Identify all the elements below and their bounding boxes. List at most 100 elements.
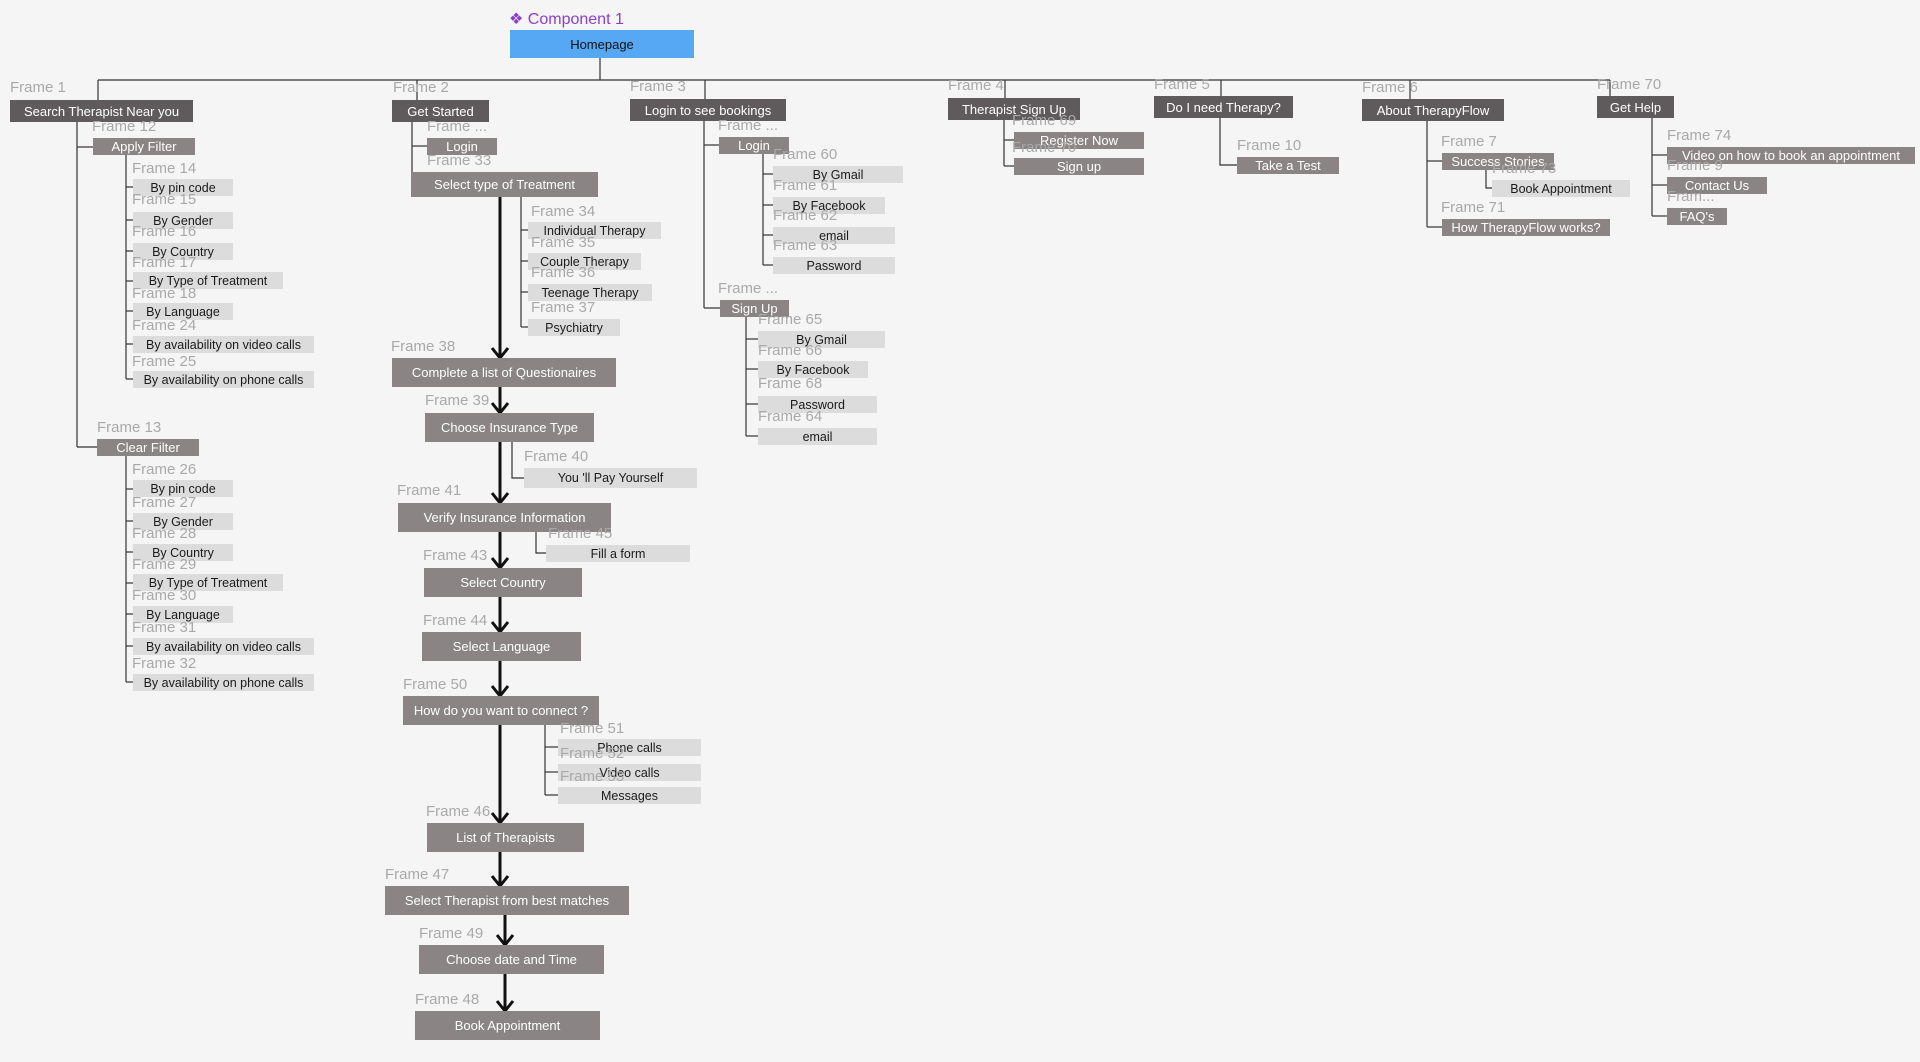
component-diamond-icon: ❖ (509, 11, 528, 28)
node-select-type-of-treatment: Select type of Treatment (411, 172, 598, 197)
frame-label: Frame ... (427, 118, 488, 135)
frame-label: Frame 15 (132, 191, 197, 208)
node-select-therapist-from-best-matches: Select Therapist from best matches (385, 886, 629, 915)
node-sign-up: Sign Up (720, 300, 789, 317)
frame-label: Frame 40 (524, 448, 589, 465)
frame-label: Frame 37 (531, 299, 596, 316)
node-about-therapyflow: About TherapyFlow (1362, 99, 1504, 121)
node-choose-insurance-type: Choose Insurance Type (425, 413, 594, 442)
node-email: email (773, 227, 895, 244)
frame-label: Frame 32 (132, 655, 197, 672)
frame-label: Frame 25 (132, 353, 197, 370)
node-by-gmail: By Gmail (758, 331, 885, 348)
frame-label: Frame 43 (423, 547, 488, 564)
node-register-now: Register Now (1014, 132, 1144, 149)
node-by-pin-code: By pin code (133, 179, 233, 196)
node-video-calls: Video calls (558, 764, 701, 781)
node-by-availability-on-video-calls: By availability on video calls (133, 638, 314, 655)
frame-label: Frame ... (718, 280, 779, 297)
frame-label: Frame 45 (548, 525, 613, 542)
node-book-appointment: Book Appointment (415, 1011, 600, 1040)
frame-label: Frame 7 (1441, 133, 1497, 150)
frame-label: Frame 10 (1237, 137, 1302, 154)
node-book-appointment: Book Appointment (1492, 180, 1630, 197)
node-by-gender: By Gender (133, 212, 233, 229)
node-by-pin-code: By pin code (133, 480, 233, 497)
frame-label: Frame 13 (97, 419, 162, 436)
node-by-type-of-treatment: By Type of Treatment (133, 272, 283, 289)
frame-label: Frame ... (718, 117, 779, 134)
node-password: Password (758, 396, 877, 413)
node-password: Password (773, 257, 895, 274)
flow-arrow (490, 597, 510, 635)
frame-label: Frame 68 (758, 375, 823, 392)
frame-label: Frame 34 (531, 203, 596, 220)
node-you-ll-pay-yourself: You 'll Pay Yourself (524, 468, 697, 488)
node-login-to-see-bookings: Login to see bookings (630, 99, 786, 121)
frame-label: Frame 70 (1012, 139, 1077, 156)
node-contact-us: Contact Us (1667, 177, 1767, 194)
frame-label: Frame 29 (132, 556, 197, 573)
frame-label: Frame 60 (773, 146, 838, 163)
frame-label: Frame 53 (560, 768, 625, 785)
frame-label: Frame 1 (10, 79, 66, 96)
connector-line (1485, 170, 1492, 189)
flow-arrow (490, 661, 510, 699)
node-by-availability-on-phone-calls: By availability on phone calls (133, 674, 314, 691)
node-clear-filter: Clear Filter (97, 439, 199, 456)
node-by-type-of-treatment: By Type of Treatment (133, 574, 283, 591)
node-login: Login (719, 137, 789, 154)
frame-label: Frame 41 (397, 482, 462, 499)
node-apply-filter: Apply Filter (93, 138, 195, 155)
node-psychiatry: Psychiatry (528, 319, 620, 336)
node-sign-up: Sign up (1014, 158, 1144, 175)
node-list-of-therapists: List of Therapists (427, 823, 584, 852)
frame-label: Frame 9 (1667, 157, 1723, 174)
frame-label: Frame 28 (132, 525, 197, 542)
frame-label: Frame 66 (758, 342, 823, 359)
frame-label: Frame 74 (1667, 127, 1732, 144)
node-by-country: By Country (133, 243, 233, 260)
node-login: Login (427, 138, 497, 155)
frame-label: Frame 26 (132, 461, 197, 478)
node-verify-insurance-information: Verify Insurance Information (398, 503, 611, 532)
frame-label: Fram... (1667, 188, 1715, 205)
node-video-on-how-to-book-an-appointment: Video on how to book an appointment (1667, 147, 1915, 164)
node-by-country: By Country (133, 544, 233, 561)
node-messages: Messages (558, 787, 701, 804)
node-select-language: Select Language (422, 632, 581, 661)
frame-label: Frame 65 (758, 311, 823, 328)
node-how-therapyflow-works: How TherapyFlow works? (1442, 219, 1610, 236)
frame-label: Frame 73 (1492, 160, 1557, 177)
node-by-facebook: By Facebook (773, 197, 885, 214)
frame-label: Frame 3 (630, 78, 686, 95)
frame-label: Frame 44 (423, 612, 488, 629)
frame-label: Frame 38 (391, 338, 456, 355)
frame-label: Frame 14 (132, 160, 197, 177)
node-by-language: By Language (133, 606, 233, 623)
frame-label: Frame 6 (1362, 79, 1418, 96)
flow-arrow (490, 197, 510, 361)
frame-label: Frame 18 (132, 285, 197, 302)
component-name: Component 1 (527, 11, 624, 28)
frame-label: Frame 62 (773, 207, 838, 224)
homepage-node: Homepage (510, 30, 694, 58)
frame-label: Frame 27 (132, 494, 197, 511)
node-by-availability-on-video-calls: By availability on video calls (133, 336, 314, 353)
frame-label: Frame 71 (1441, 199, 1506, 216)
frame-label: Frame 31 (132, 619, 197, 636)
frame-label: Frame 50 (403, 676, 468, 693)
node-choose-date-and-time: Choose date and Time (419, 945, 604, 974)
node-phone-calls: Phone calls (558, 739, 701, 756)
node-get-help: Get Help (1597, 96, 1674, 118)
frame-label: Frame 69 (1012, 112, 1077, 129)
node-teenage-therapy: Teenage Therapy (528, 284, 652, 301)
node-success-stories: Success Stories (1442, 153, 1554, 170)
frame-label: Frame 30 (132, 587, 197, 604)
node-by-gender: By Gender (133, 513, 233, 530)
node-take-a-test: Take a Test (1237, 157, 1339, 174)
node-by-availability-on-phone-calls: By availability on phone calls (133, 371, 314, 388)
node-how-do-you-want-to-connect: How do you want to connect ? (403, 696, 599, 725)
